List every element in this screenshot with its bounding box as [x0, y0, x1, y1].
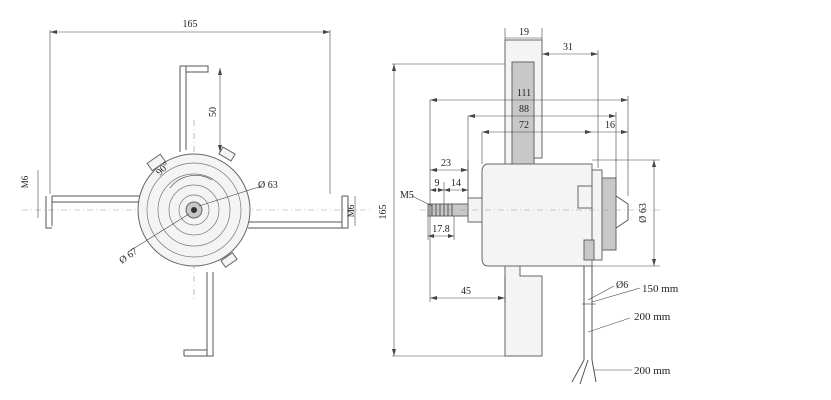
- arm-length-label: 50: [208, 107, 219, 117]
- overall-height-label: 165: [378, 205, 389, 220]
- motor-body: [481, 163, 593, 267]
- dim-23-label: 23: [441, 158, 451, 169]
- rear-plate: [601, 177, 617, 251]
- dim-45-label: 45: [461, 286, 471, 297]
- leader-line-m5: [411, 195, 433, 207]
- leader-line-d63: [198, 185, 263, 207]
- leader-line-d67: [127, 213, 190, 253]
- dim-17-8-label: 17.8: [432, 224, 450, 235]
- bracket-width-label: 19: [519, 27, 529, 38]
- arrowheads: [428, 234, 454, 238]
- side-view: 165 19 31 111 88 72 16: [378, 27, 679, 385]
- lead-3-length: 200 mm: [634, 365, 671, 377]
- arrowheads: [621, 130, 628, 134]
- diameter-body-label: Ø 63: [638, 203, 649, 223]
- thread-left-label: M6: [20, 175, 30, 188]
- shaft: [191, 207, 197, 213]
- dim-88-label: 88: [519, 104, 529, 115]
- leader-line-150: [591, 287, 641, 303]
- thread-right-label: M6: [346, 204, 356, 217]
- offset-top-label: 31: [563, 42, 573, 53]
- capacitor: [577, 185, 593, 209]
- hub-ring: [178, 194, 210, 226]
- bottom-bracket: [183, 272, 214, 357]
- diameter-inner-label: Ø 67: [117, 246, 139, 266]
- leader-line-d6: [587, 285, 615, 301]
- arrowheads: [430, 188, 468, 192]
- thread-shaft-label: M5: [400, 190, 414, 201]
- dim-14-label: 14: [451, 178, 461, 189]
- overall-width-label: 165: [183, 19, 198, 30]
- lead-2-length: 200 mm: [634, 311, 671, 323]
- motor-ring: [168, 184, 220, 236]
- dim-16-label: 16: [605, 120, 615, 131]
- front-view: 165 50 M6 M6 90° Ø 63 Ø 67: [20, 19, 372, 357]
- angle-arc: [169, 175, 213, 189]
- cable-diameter-label: Ø6: [616, 280, 628, 291]
- dim-9-label: 9: [435, 178, 440, 189]
- cable-leads: [571, 359, 597, 385]
- leader-line-200: [587, 317, 631, 333]
- dim-111-label: 111: [517, 88, 531, 99]
- mounting-tab: [218, 146, 236, 162]
- cable: [583, 266, 593, 360]
- lead-1-length: 150 mm: [642, 283, 679, 295]
- right-bracket: [248, 195, 349, 229]
- top-bracket: [179, 65, 209, 152]
- rear-terminal: [615, 195, 629, 229]
- mounting-tab: [220, 252, 238, 268]
- motor-ring: [157, 173, 231, 247]
- left-bracket: [45, 195, 140, 229]
- dim-72-label: 72: [519, 120, 529, 131]
- diameter-outer-label: Ø 63: [258, 180, 278, 191]
- mounting-tab: [146, 153, 167, 172]
- motor-ring: [146, 162, 242, 258]
- cable-gland: [583, 239, 595, 261]
